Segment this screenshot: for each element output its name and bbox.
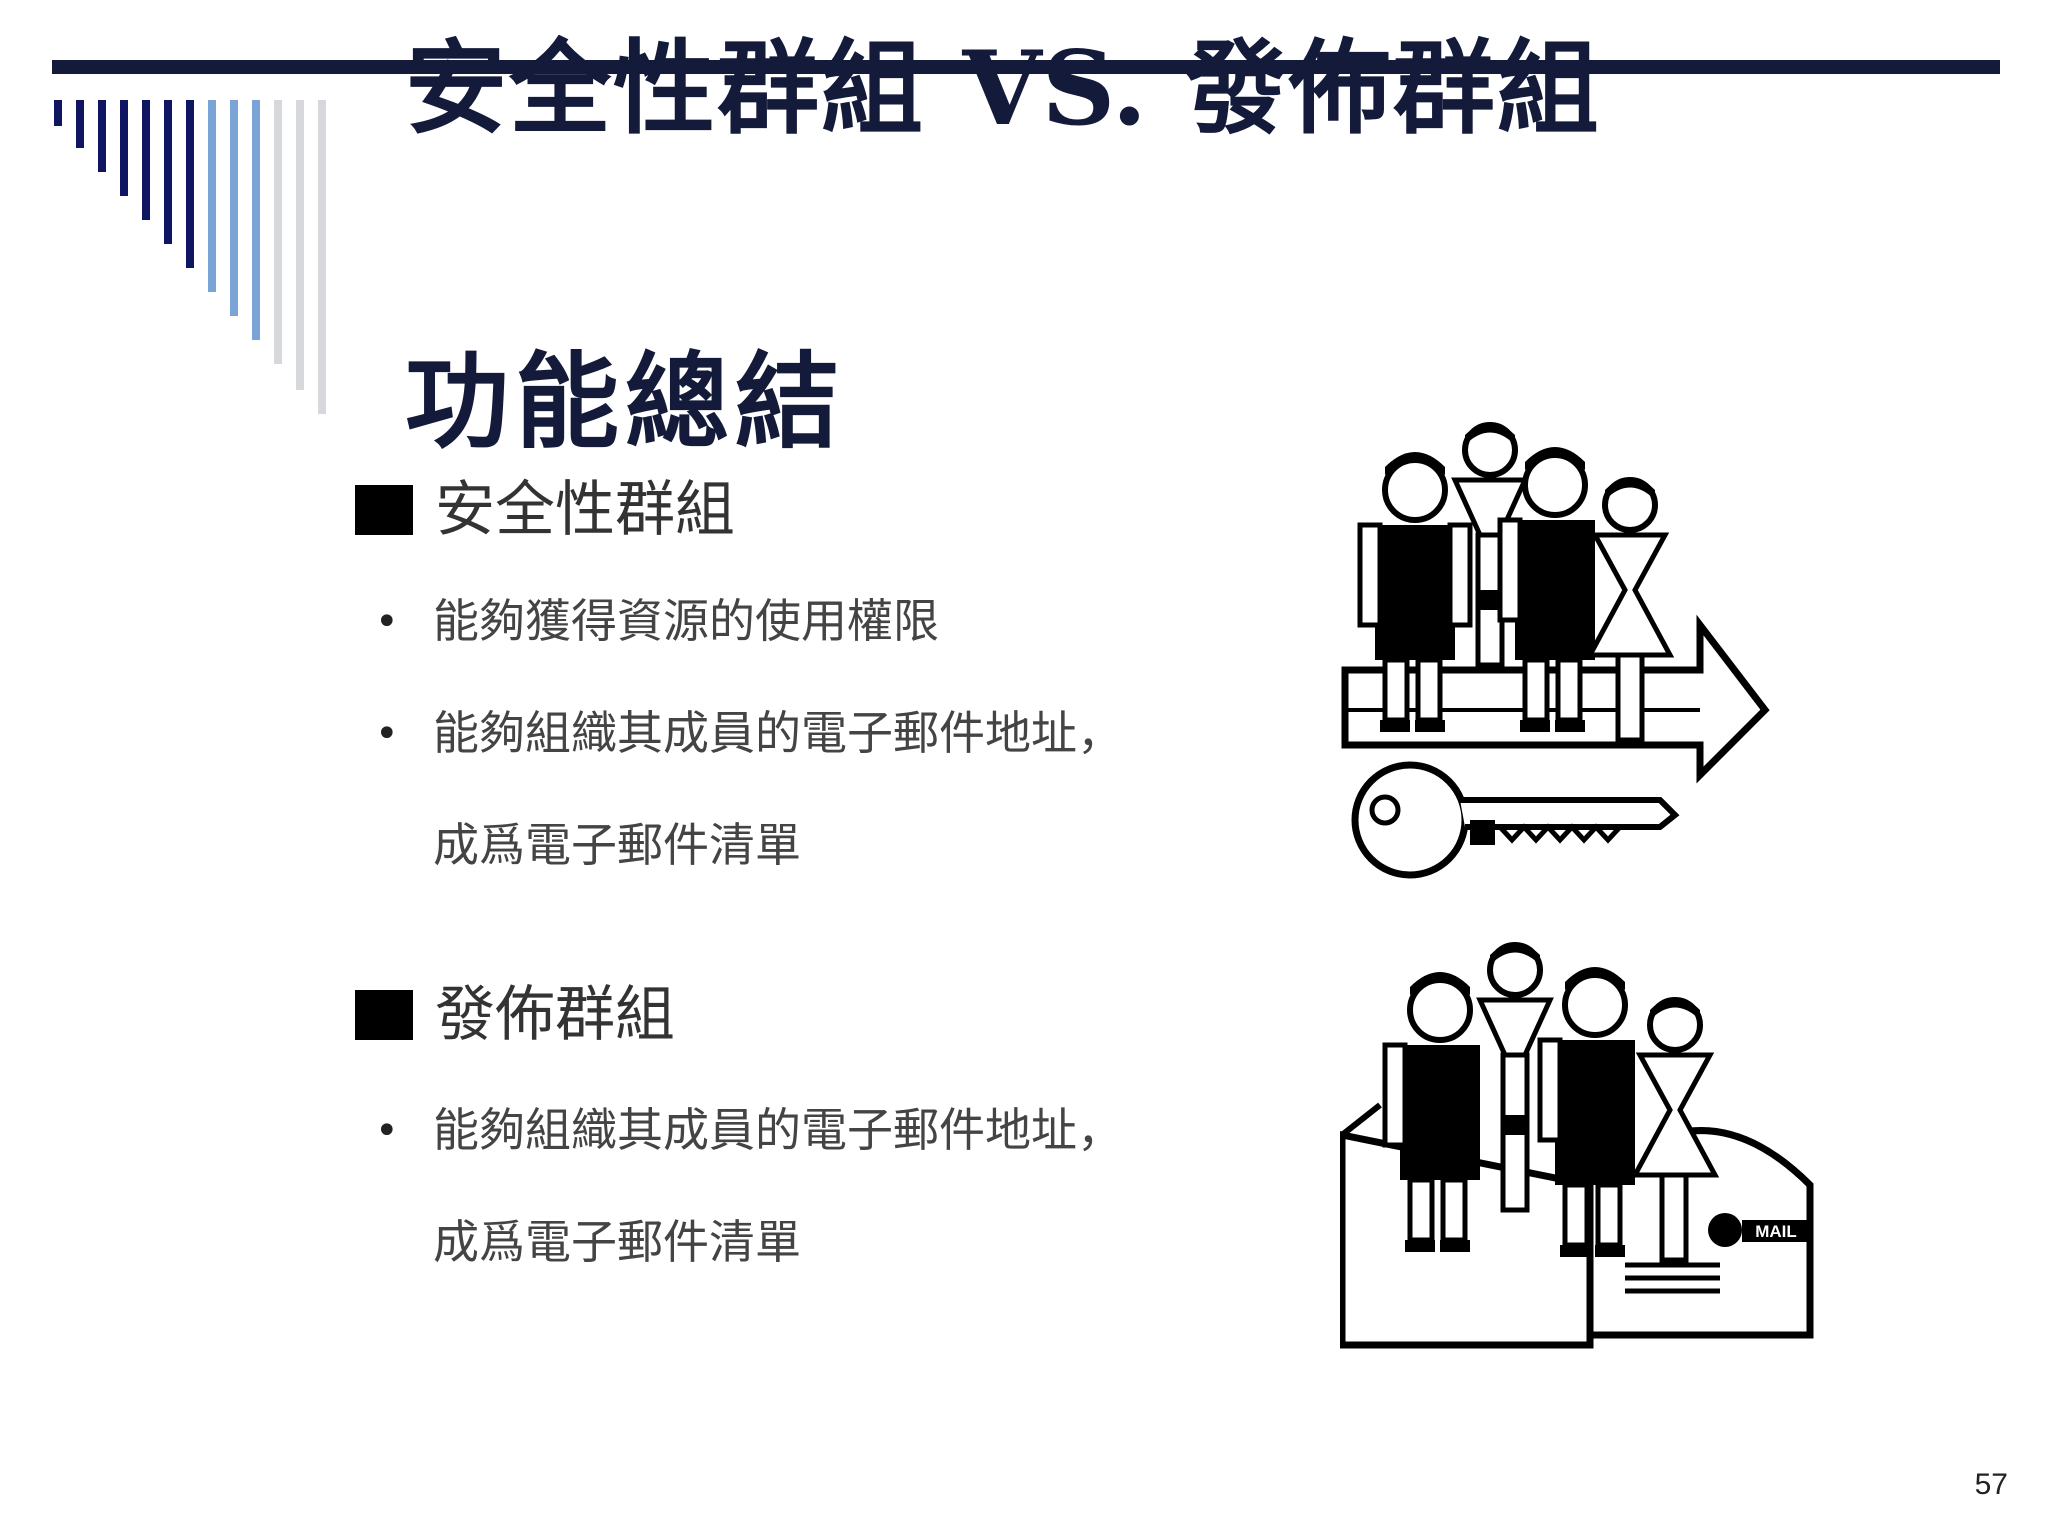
slide-subtitle: 功能總結 (405, 341, 846, 463)
deco-bar (164, 100, 172, 244)
bullet-dot-icon: • (375, 1108, 399, 1154)
bullet-dot-icon: • (375, 599, 399, 645)
bullet-dot-icon: • (375, 711, 399, 757)
deco-bar (98, 100, 106, 172)
square-bullet-icon (355, 990, 413, 1040)
mail-logo-icon: MAIL (1708, 1213, 1810, 1247)
deco-bar (274, 100, 282, 364)
page-number: 57 (1974, 1468, 2008, 1501)
bullet-text: 能夠組織其成員的電子郵件地址， (433, 706, 1123, 760)
section-heading: 發佈群組 (355, 975, 1255, 1055)
section-distribution-group: 發佈群組 • 能夠組織其成員的電子郵件地址， 成爲電子郵件清單 (355, 975, 1255, 1275)
deco-bar (142, 100, 150, 220)
title-right: 發佈群組 (1184, 30, 1601, 149)
bullet-text: 能夠獲得資源的使用權限 (433, 594, 939, 648)
section-heading: 安全性群組 (355, 470, 1255, 550)
deco-bar (186, 100, 194, 268)
slide-title: 安全性群組 VS. 發佈群組 (405, 38, 1601, 141)
square-bullet-icon (355, 485, 413, 535)
section-title: 發佈群組 (435, 980, 675, 1050)
people-with-mail-icon: MAIL (1340, 942, 1814, 1349)
deco-bar (296, 100, 304, 390)
deco-bar (76, 100, 84, 148)
section-security-group: 安全性群組 • 能夠獲得資源的使用權限 • 能夠組織其成員的電子郵件地址， 成爲… (355, 470, 1255, 890)
bullet-text-continued: 成爲電子郵件清單 (433, 1215, 801, 1269)
mail-label: MAIL (1755, 1222, 1797, 1241)
deco-bar (252, 100, 260, 340)
people-with-key-icon (1341, 422, 1770, 879)
deco-bar (230, 100, 238, 316)
title-vs: VS. (962, 29, 1148, 149)
decorative-bars (0, 0, 340, 420)
title-rule (52, 60, 2000, 74)
bullet-text-continued: 成爲電子郵件清單 (433, 818, 801, 872)
section-title: 安全性群組 (435, 475, 735, 545)
deco-bar (54, 100, 62, 126)
deco-bar (120, 100, 128, 196)
title-left: 安全性群組 (405, 30, 925, 149)
deco-bar (208, 100, 216, 292)
bullet-text: 能夠組織其成員的電子郵件地址， (433, 1103, 1123, 1157)
deco-bar (318, 100, 326, 414)
